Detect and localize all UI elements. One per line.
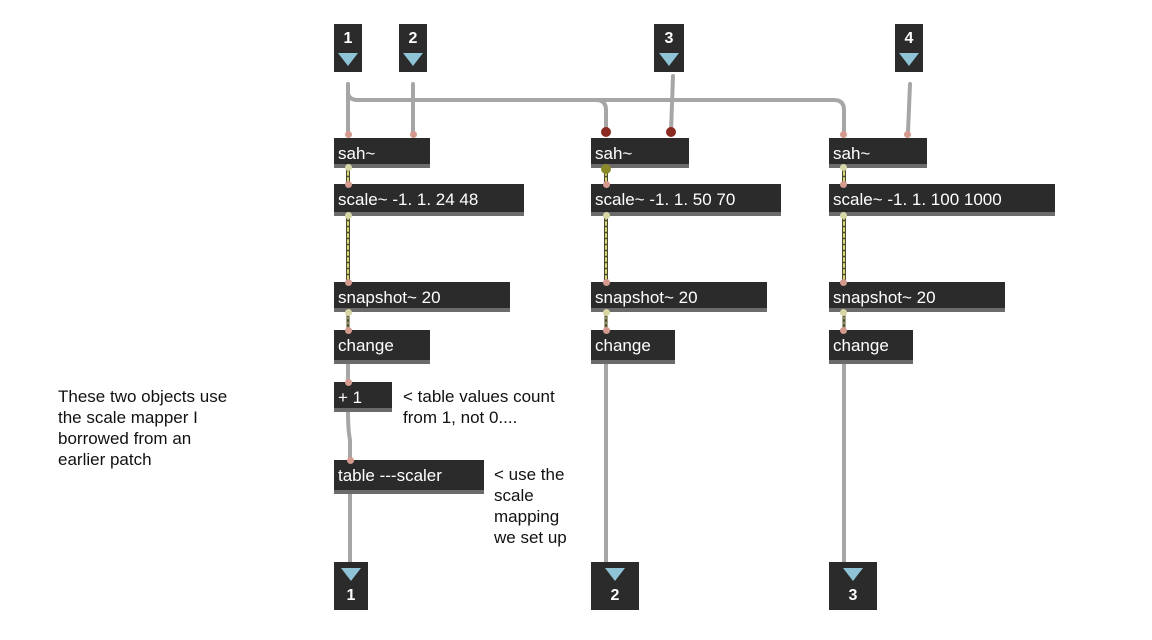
scale-object-2[interactable]: scale~ -1. 1. 50 70 (591, 184, 781, 216)
plus-one-object[interactable]: + 1 (334, 382, 392, 412)
port-dot (840, 181, 847, 188)
port-dot (840, 309, 847, 316)
port-dot (410, 131, 417, 138)
port-dot (603, 309, 610, 316)
port-dot (840, 212, 847, 219)
outlet-3[interactable]: 3 (829, 562, 877, 610)
change-object-1[interactable]: change (334, 330, 430, 364)
outlet-2[interactable]: 2 (591, 562, 639, 610)
snapshot-object-3[interactable]: snapshot~ 20 (829, 282, 1005, 312)
inlet-number: 4 (904, 30, 914, 47)
down-arrow-icon (338, 53, 358, 66)
snapshot-object-2[interactable]: snapshot~ 20 (591, 282, 767, 312)
port-dot (345, 181, 352, 188)
cord-in4-sah3 (906, 82, 912, 134)
comment-table-note: < use the scale mapping we set up (494, 465, 567, 547)
down-arrow-icon (899, 53, 919, 66)
port-dot (666, 127, 676, 137)
down-arrow-icon (843, 568, 863, 581)
sah-object-1[interactable]: sah~ (334, 138, 430, 168)
down-arrow-icon (403, 53, 423, 66)
cord-plus1-table1 (346, 410, 352, 462)
port-dot (840, 279, 847, 286)
port-dot (603, 327, 610, 334)
inlet-4[interactable]: 4 (895, 24, 923, 72)
port-dot (840, 327, 847, 334)
down-arrow-icon (605, 568, 625, 581)
port-dot (345, 131, 352, 138)
port-dot (347, 457, 354, 464)
port-dot (345, 212, 352, 219)
down-arrow-icon (659, 53, 679, 66)
cord-in3-sah2 (669, 74, 675, 134)
outlet-number: 3 (848, 587, 858, 604)
port-dot (345, 164, 352, 171)
port-dot (840, 164, 847, 171)
port-dot (345, 309, 352, 316)
port-dot (904, 131, 911, 138)
port-dot (345, 279, 352, 286)
change-object-2[interactable]: change (591, 330, 675, 364)
cord-in1-sah3 (356, 98, 846, 134)
port-dot (603, 181, 610, 188)
comment-plus-note: < table values count from 1, not 0.... (403, 387, 555, 427)
outlet-1[interactable]: 1 (334, 562, 368, 610)
comment-left-note: These two objects use the scale mapper I… (58, 387, 228, 469)
port-dot (345, 327, 352, 334)
cord-in1-sah2 (346, 82, 608, 134)
inlet-number: 1 (343, 30, 353, 47)
port-dot (601, 127, 611, 137)
change-object-3[interactable]: change (829, 330, 913, 364)
inlet-1[interactable]: 1 (334, 24, 362, 72)
scale-object-3[interactable]: scale~ -1. 1. 100 1000 (829, 184, 1055, 216)
port-dot (601, 164, 611, 174)
port-dot (345, 379, 352, 386)
port-dot (840, 131, 847, 138)
scale-object-1[interactable]: scale~ -1. 1. 24 48 (334, 184, 524, 216)
port-dot (603, 279, 610, 286)
table-scaler-object[interactable]: table ---scaler (334, 460, 484, 494)
outlet-number: 2 (610, 587, 620, 604)
sah-object-2[interactable]: sah~ (591, 138, 689, 168)
inlet-3[interactable]: 3 (654, 24, 684, 72)
sah-object-3[interactable]: sah~ (829, 138, 927, 168)
inlet-2[interactable]: 2 (399, 24, 427, 72)
snapshot-object-1[interactable]: snapshot~ 20 (334, 282, 510, 312)
outlet-number: 1 (346, 587, 356, 604)
inlet-number: 2 (408, 30, 418, 47)
inlet-number: 3 (664, 30, 674, 47)
down-arrow-icon (341, 568, 361, 581)
port-dot (603, 212, 610, 219)
